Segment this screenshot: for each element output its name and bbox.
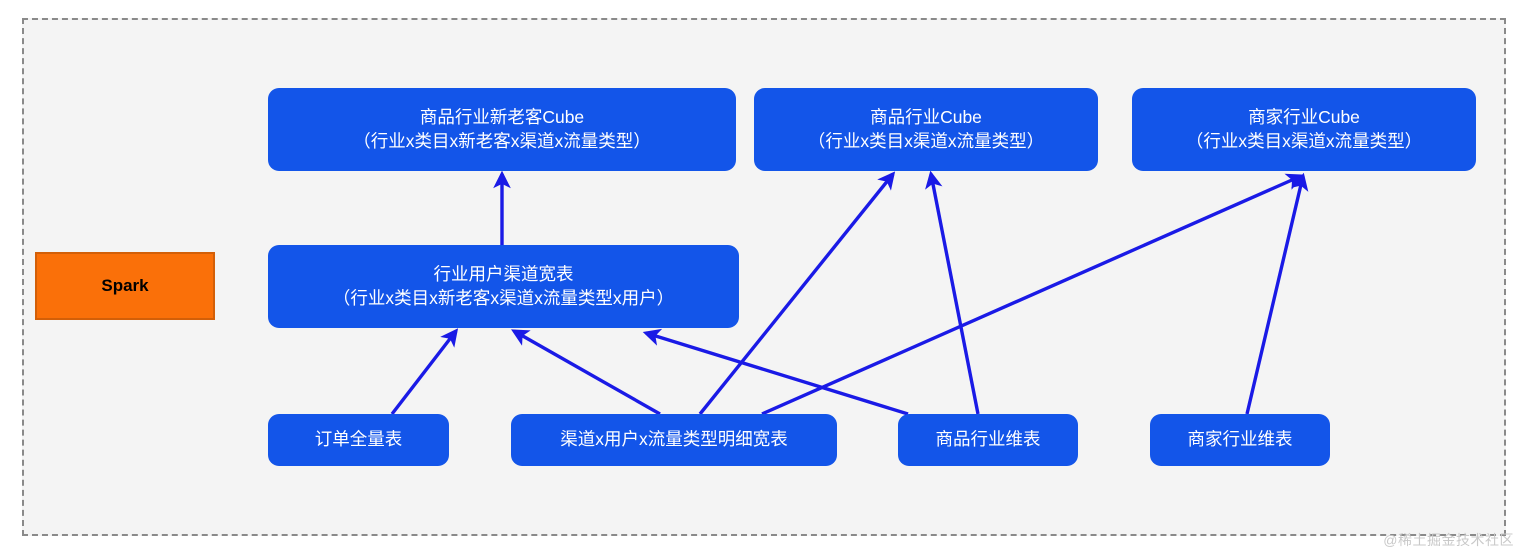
node-merchant-dim-table[interactable]: 商家行业维表 (1150, 414, 1330, 466)
node-subtitle: （行业x类目x渠道x流量类型） (807, 130, 1045, 151)
node-detail-wide-table[interactable]: 渠道x用户x流量类型明细宽表 (511, 414, 837, 466)
watermark: @稀土掘金技术社区 (1383, 532, 1514, 548)
node-cube-item[interactable]: 商品行业Cube （行业x类目x渠道x流量类型） (754, 88, 1098, 171)
node-title: 商品行业维表 (935, 429, 1041, 450)
node-title: 商品行业Cube (870, 107, 982, 128)
node-subtitle: （行业x类目x新老客x渠道x流量类型x用户） (332, 287, 675, 308)
node-title: 商家行业Cube (1248, 107, 1360, 128)
node-cube-new-old[interactable]: 商品行业新老客Cube （行业x类目x新老客x渠道x流量类型） (268, 88, 736, 171)
node-order-table[interactable]: 订单全量表 (268, 414, 449, 466)
node-wide-table[interactable]: 行业用户渠道宽表 （行业x类目x新老客x渠道x流量类型x用户） (268, 245, 739, 328)
node-title: 渠道x用户x流量类型明细宽表 (560, 429, 788, 450)
node-cube-merchant[interactable]: 商家行业Cube （行业x类目x渠道x流量类型） (1132, 88, 1476, 171)
spark-engine-box: Spark (35, 252, 215, 320)
node-title: 商品行业新老客Cube (419, 107, 585, 128)
node-title: 商家行业维表 (1187, 429, 1293, 450)
node-title: 行业用户渠道宽表 (433, 264, 574, 285)
node-item-dim-table[interactable]: 商品行业维表 (898, 414, 1078, 466)
node-title: 订单全量表 (314, 429, 403, 450)
node-subtitle: （行业x类目x渠道x流量类型） (1185, 130, 1423, 151)
node-subtitle: （行业x类目x新老客x渠道x流量类型） (353, 130, 651, 151)
spark-label: Spark (101, 276, 149, 295)
